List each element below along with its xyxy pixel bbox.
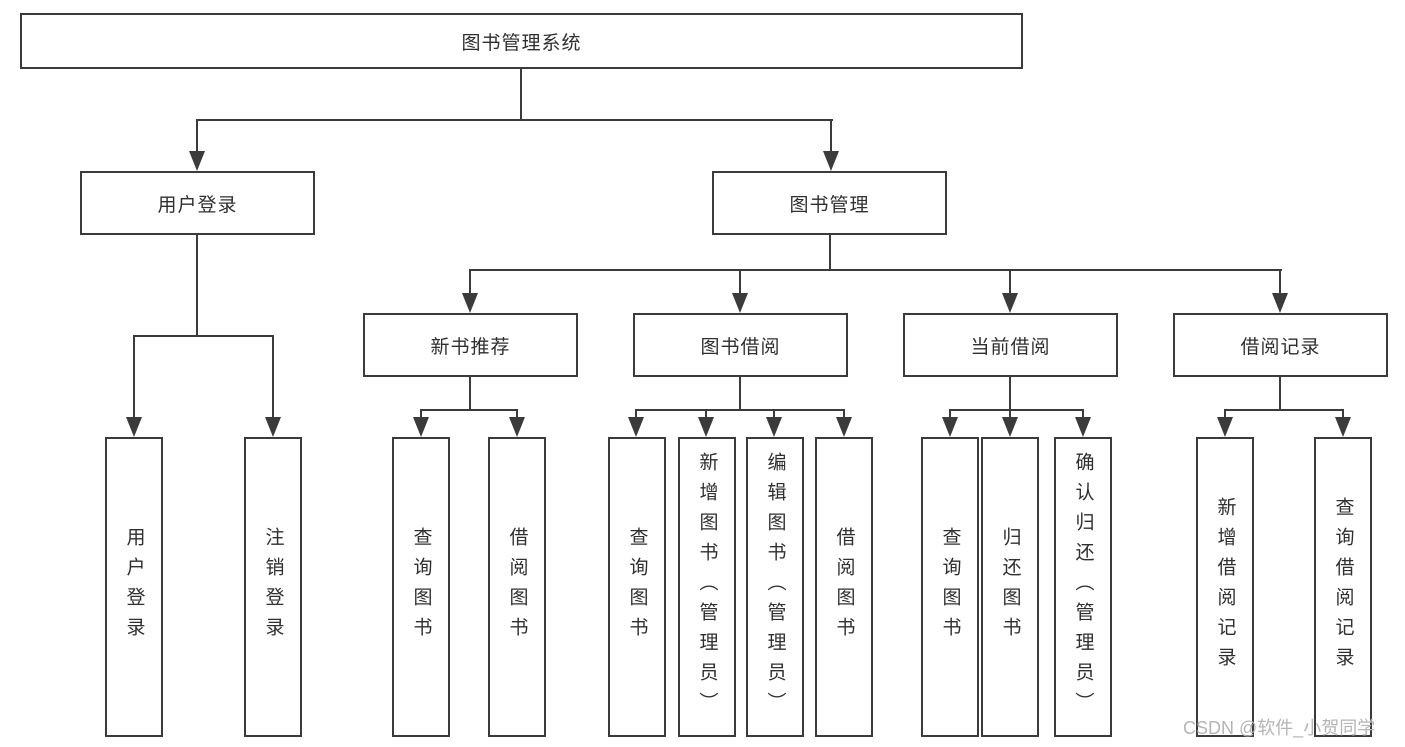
arrowhead-down bbox=[1217, 417, 1233, 437]
connector-line bbox=[469, 377, 471, 411]
connector-line bbox=[739, 377, 741, 411]
connector-line bbox=[1009, 377, 1011, 419]
arrowhead-down bbox=[942, 417, 958, 437]
leaf-add-borrow-record: 新增借阅记录 bbox=[1196, 437, 1254, 737]
leaf-query-books-current: 查询图书 bbox=[921, 437, 979, 737]
leaf-return-books: 归还图书 bbox=[981, 437, 1039, 737]
connector-line bbox=[1342, 411, 1344, 419]
connector-line bbox=[196, 121, 198, 155]
arrowhead-down bbox=[509, 417, 525, 437]
connector-line bbox=[420, 409, 518, 411]
connector-line bbox=[739, 271, 741, 296]
leaf-query-books-newrec: 查询图书 bbox=[392, 437, 450, 737]
arrowhead-down bbox=[1002, 293, 1018, 313]
leaf-add-books-admin: 新增图书（管理员） bbox=[678, 437, 736, 737]
leaf-borrow-books: 借阅图书 bbox=[815, 437, 873, 737]
connector-line bbox=[469, 269, 1282, 271]
connector-line bbox=[1279, 377, 1281, 411]
node-user-login: 用户登录 bbox=[80, 171, 315, 235]
arrowhead-down bbox=[628, 417, 644, 437]
arrowhead-down bbox=[1272, 293, 1288, 313]
leaf-borrow-books-newrec: 借阅图书 bbox=[488, 437, 546, 737]
arrowhead-down bbox=[836, 417, 852, 437]
arrowhead-down bbox=[126, 417, 142, 437]
node-library-management-system: 图书管理系统 bbox=[20, 13, 1023, 69]
leaf-query-books-borrowing: 查询图书 bbox=[608, 437, 666, 737]
leaf-edit-books-admin: 编辑图书（管理员） bbox=[746, 437, 804, 737]
arrowhead-down bbox=[1075, 417, 1091, 437]
connector-line bbox=[773, 411, 775, 419]
node-borrowing-records: 借阅记录 bbox=[1173, 313, 1388, 377]
connector-line bbox=[516, 411, 518, 419]
connector-line bbox=[1009, 271, 1011, 296]
connector-line bbox=[830, 121, 832, 155]
connector-line bbox=[705, 411, 707, 419]
arrowhead-down bbox=[1002, 417, 1018, 437]
leaf-query-borrow-record: 查询借阅记录 bbox=[1314, 437, 1372, 737]
arrowhead-down bbox=[1335, 417, 1351, 437]
arrowhead-down bbox=[766, 417, 782, 437]
connector-line bbox=[469, 271, 471, 296]
arrowhead-down bbox=[823, 151, 839, 171]
csdn-watermark: CSDN @软件_小贺同学 bbox=[1183, 718, 1376, 738]
connector-line bbox=[635, 409, 845, 411]
connector-line bbox=[1224, 409, 1344, 411]
arrowhead-down bbox=[413, 417, 429, 437]
connector-line bbox=[272, 337, 274, 419]
leaf-confirm-return-admin: 确认归还（管理员） bbox=[1054, 437, 1112, 737]
leaf-user-login: 用户登录 bbox=[105, 437, 163, 737]
connector-line bbox=[949, 409, 1084, 411]
connector-line bbox=[1082, 411, 1084, 419]
node-current-borrowing: 当前借阅 bbox=[903, 313, 1118, 377]
connector-line bbox=[1224, 411, 1226, 419]
arrowhead-down bbox=[462, 293, 478, 313]
arrowhead-down bbox=[265, 417, 281, 437]
connector-line bbox=[196, 235, 198, 337]
node-book-management: 图书管理 bbox=[712, 171, 947, 235]
connector-line bbox=[133, 335, 274, 337]
arrowhead-down bbox=[189, 151, 205, 171]
connector-line bbox=[420, 411, 422, 419]
connector-line bbox=[949, 411, 951, 419]
arrowhead-down bbox=[698, 417, 714, 437]
connector-line bbox=[133, 337, 135, 419]
connector-line bbox=[829, 235, 831, 271]
connector-line bbox=[520, 69, 522, 121]
connector-line bbox=[635, 411, 637, 419]
node-new-book-recommend: 新书推荐 bbox=[363, 313, 578, 377]
connector-line bbox=[196, 119, 833, 121]
arrowhead-down bbox=[732, 293, 748, 313]
leaf-logout: 注销登录 bbox=[244, 437, 302, 737]
connector-line bbox=[843, 411, 845, 419]
node-book-borrowing: 图书借阅 bbox=[633, 313, 848, 377]
connector-line bbox=[1279, 271, 1281, 296]
